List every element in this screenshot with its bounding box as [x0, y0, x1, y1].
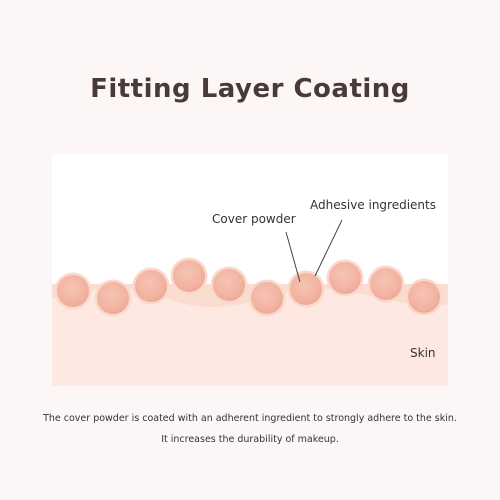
- layer-diagram: [52, 219, 448, 386]
- adhesive-pointer-line: [314, 219, 343, 277]
- cover-powder-particle: [329, 262, 361, 294]
- cover-powder-particle: [251, 282, 283, 314]
- cover-powder-particle: [57, 275, 89, 307]
- page-title: Fitting Layer Coating: [90, 74, 410, 104]
- skin-layer: [52, 288, 448, 386]
- caption-line-1: The cover powder is coated with an adher…: [43, 413, 457, 424]
- cover-powder-particle: [135, 270, 167, 302]
- skin-label: Skin: [410, 346, 436, 360]
- cover-powder-particle: [97, 282, 129, 314]
- adhesive-ingredients-label: Adhesive ingredients: [310, 198, 436, 212]
- cover-powder-particles: [54, 257, 443, 317]
- cover-powder-particle: [213, 269, 245, 301]
- cover-powder-particle: [370, 268, 402, 300]
- cover-powder-particle: [173, 260, 205, 292]
- diagram-panel: Adhesive ingredients Cover powder Skin: [52, 154, 448, 386]
- cover-powder-particle: [408, 281, 440, 313]
- cover-powder-label: Cover powder: [212, 212, 296, 226]
- caption-line-2: It increases the durability of makeup.: [161, 434, 339, 445]
- cover-powder-particle: [290, 273, 322, 305]
- cover-pointer-line: [285, 231, 301, 283]
